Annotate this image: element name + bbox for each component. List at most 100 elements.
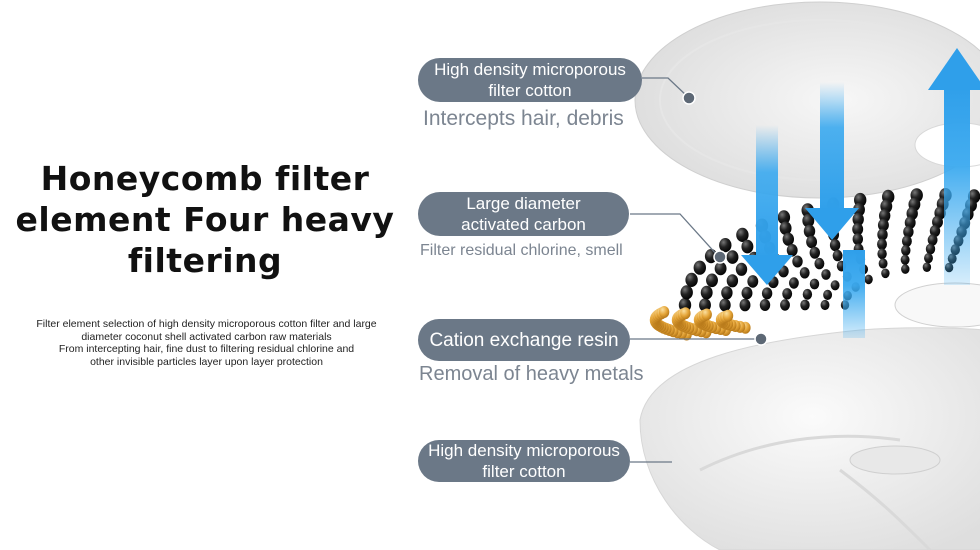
filter-bead [735, 262, 748, 276]
leader-lines [630, 77, 758, 463]
filter-bead [782, 232, 794, 246]
filter-bead [680, 285, 693, 300]
filter-bead [877, 228, 888, 241]
filter-bead [929, 225, 941, 237]
layer-label-4: High density microporous filter cotton [418, 440, 630, 482]
leader-line-1 [642, 77, 689, 98]
filter-bead [777, 210, 791, 225]
filter-bead [809, 246, 820, 259]
filter-bead [806, 235, 818, 249]
filter-bead [922, 262, 932, 273]
filter-bead [820, 299, 830, 311]
headline-line-2: element Four heavy [15, 200, 395, 239]
layer-label-4-line-2: filter cotton [482, 462, 566, 481]
filter-bead [799, 267, 810, 279]
up-arrow [928, 48, 980, 285]
leader-dot-2 [713, 250, 727, 264]
filter-bead [779, 221, 792, 235]
headline: Honeycomb filter element Four heavy filt… [0, 158, 410, 281]
filter-bead [701, 308, 712, 321]
layer-label-2-line-2: activated carbon [461, 215, 586, 234]
filter-bead [803, 224, 816, 238]
description-line-3: From intercepting hair, fine dust to fil… [58, 343, 355, 355]
filter-bead [809, 278, 820, 290]
layer-subtitle-3: Removal of heavy metals [419, 363, 644, 385]
leader-dot-3 [754, 332, 768, 346]
description-line-4: other invisible particles layer upon lay… [90, 355, 323, 368]
filter-bead [739, 298, 751, 312]
filter-bead [852, 212, 864, 226]
layer-label-1-line-2: filter cotton [488, 81, 572, 100]
filter-bead [821, 269, 831, 280]
filter-bead [924, 253, 933, 264]
headline-line-3: filtering [127, 241, 283, 280]
filter-bead [903, 225, 914, 238]
filter-bead [741, 239, 754, 254]
filter-bead [823, 289, 833, 300]
filter-bead [714, 261, 727, 276]
filter-bead [788, 277, 799, 289]
center-hub [894, 282, 980, 328]
filter-bead [829, 239, 841, 252]
filter-bead [925, 243, 936, 255]
filter-bead [719, 238, 732, 253]
headline-line-1: Honeycomb filter [40, 159, 370, 198]
filter-bead [722, 309, 734, 322]
leader-dot-1 [682, 91, 696, 105]
filter-bead [721, 286, 733, 300]
filter-bead [901, 235, 912, 247]
filter-bead [747, 275, 759, 288]
bottom-disc-segment-line [699, 434, 901, 472]
layer-label-4-line-1: High density microporous [428, 441, 620, 460]
description-line-2: diameter coconut shell activated carbon … [81, 330, 332, 343]
layer-subtitle-2: Filter residual chlorine, smell [420, 242, 623, 259]
filter-bead [927, 234, 938, 246]
layer-label-3-line-1: Cation exchange resin [429, 329, 619, 351]
filter-bead [900, 254, 910, 265]
filter-bead [792, 255, 803, 268]
filter-bead [802, 213, 815, 228]
down-arrow [741, 125, 793, 285]
bottom-disc-center [849, 445, 941, 475]
filter-bead [741, 286, 753, 300]
layer-label-1: High density microporous filter cotton [418, 58, 642, 102]
filter-bead [726, 250, 739, 264]
filter-bead [761, 287, 773, 300]
down-arrow [805, 82, 859, 240]
leader-dots [682, 91, 768, 346]
layer-subtitle-1: Intercepts hair, debris [423, 107, 624, 130]
filter-bead [878, 258, 888, 269]
filter-bead [901, 264, 910, 274]
filter-bead [800, 299, 810, 311]
filter-bead [901, 245, 911, 256]
filter-bead [726, 274, 739, 288]
layer-label-3: Cation exchange resin [418, 319, 630, 361]
filter-bead [786, 244, 798, 257]
filter-bead [853, 202, 865, 217]
filter-bead [780, 299, 790, 311]
description: Filter element selection of high density… [14, 318, 399, 368]
up-arrow [843, 250, 865, 338]
filter-bead [706, 273, 718, 288]
filter-bead [864, 274, 873, 285]
filter-bead [904, 216, 916, 229]
filter-bead [736, 227, 749, 242]
filter-bead [782, 288, 793, 300]
filter-bead [832, 249, 843, 262]
text-panel: Honeycomb filter element Four heavy filt… [0, 0, 410, 550]
filter-bead [693, 260, 706, 275]
filter-bead [802, 288, 813, 300]
filter-bead [852, 233, 863, 246]
bottom-disc-segment-line [839, 468, 932, 550]
cation-resin-layer [649, 306, 751, 341]
filter-bead [877, 238, 887, 250]
description-line-1: Filter element selection of high density… [36, 318, 377, 330]
filter-bead [881, 268, 890, 279]
layer-label-2-line-1: Large diameter [466, 194, 581, 213]
filter-bead [877, 248, 887, 260]
filter-bead [759, 299, 771, 311]
filter-bead [680, 307, 691, 320]
filter-bead [685, 272, 698, 287]
water-flow-arrows [741, 48, 980, 338]
filter-bead [814, 257, 825, 270]
